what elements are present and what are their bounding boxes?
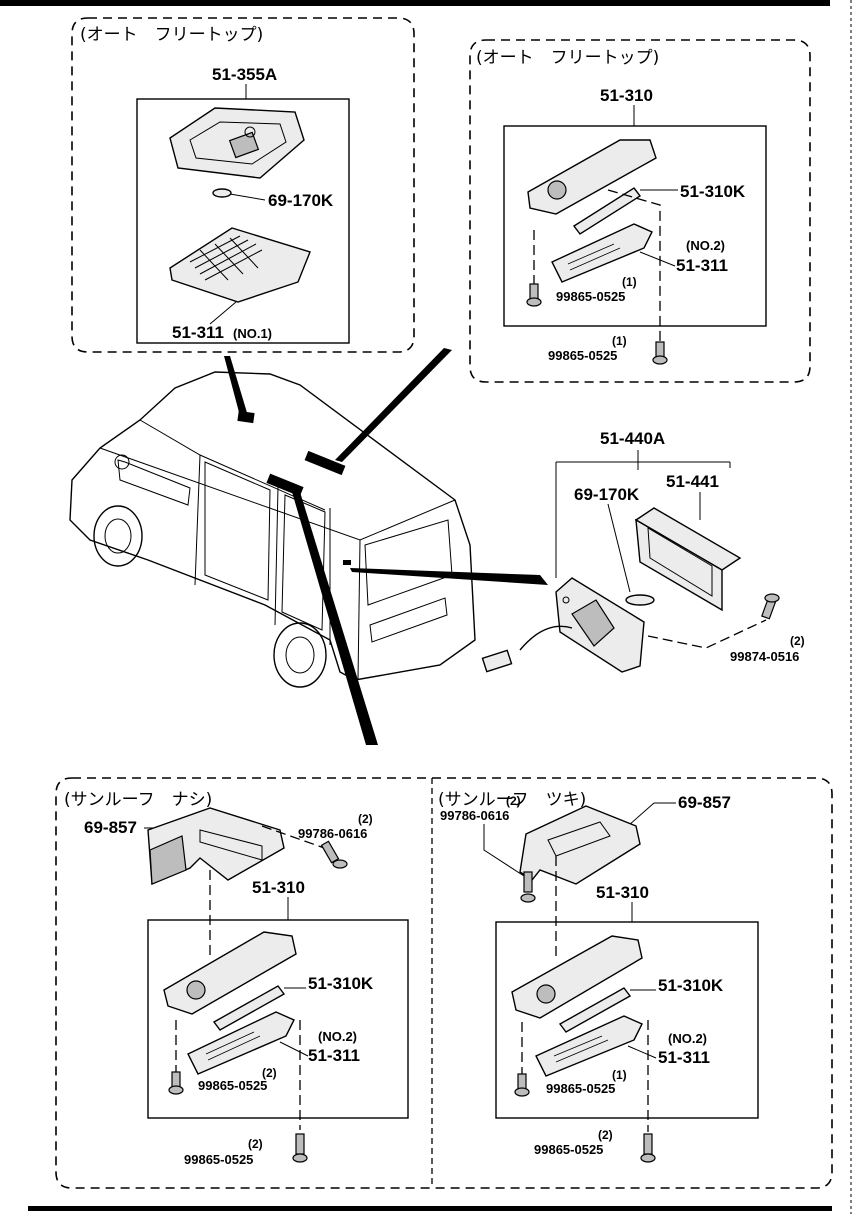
lamp-body-br [511, 935, 643, 1019]
label-99865-0525-bl-inner: 99865-0525 [198, 1078, 267, 1093]
license-lamp-group: 51-440A 69-170K 51-441 (2) 99874-0516 [481, 429, 805, 673]
label-99865-0525-bl-outer: 99865-0525 [184, 1152, 253, 1167]
label-69-170K-lamp: 69-170K [574, 485, 640, 504]
assembly-box-bl [147, 919, 409, 1119]
label-51-310-br: 51-310 [596, 883, 649, 902]
panel-top-right: (オート フリートップ) 51-310 51-310K (NO.2) 51-31… [469, 39, 811, 383]
label-51-311-br: 51-311 [658, 1048, 710, 1067]
label-51-310-bl: 51-310 [252, 878, 305, 897]
label-51-310K-bl: 51-310K [308, 974, 374, 993]
roof-lamp-mark [266, 473, 304, 497]
panel-top-left: (オート フリートップ) 51-355A 69-170K 51-311 [71, 17, 415, 353]
assembly-box [136, 98, 350, 344]
label-51-311-tl: 51-311 [172, 323, 224, 342]
label-51-310K-tr: 51-310K [680, 182, 746, 201]
screw-icon [168, 1071, 184, 1095]
panel-top-right-caption: (オート フリートップ) [476, 48, 659, 68]
screw-icon [514, 1073, 530, 1097]
label-no2-tr: (NO.2) [686, 238, 725, 253]
bulb-icon [625, 594, 655, 606]
panel-bottom-border [55, 777, 833, 1189]
panel-bottom-left: (サンルーフ ナシ) 69-857 (2) 99786-0616 51-310 … [64, 790, 409, 1167]
connector-plug [481, 649, 513, 673]
screw-icon [640, 1133, 656, 1163]
screw-icon [520, 871, 536, 903]
label-no2-br: (NO.2) [668, 1031, 707, 1046]
lens-tr [551, 223, 653, 283]
label-51-310K-br: 51-310K [658, 976, 724, 995]
label-51-440A: 51-440A [600, 429, 665, 448]
assembly-box-br [495, 921, 759, 1119]
qty-bl-inner: (2) [262, 1066, 277, 1080]
lens-bl [187, 1011, 295, 1075]
lens-no1 [169, 227, 311, 325]
qty-tr-outer: (1) [612, 334, 627, 348]
screw-icon [761, 593, 780, 620]
panel-bottom-right-caption: (サンルーフ ツキ) [438, 790, 586, 810]
label-99874-0516: 99874-0516 [730, 649, 799, 664]
panel-top-left-border [71, 17, 415, 353]
roof-lamp-mark [304, 450, 346, 476]
label-51-310-tr: 51-310 [600, 86, 653, 105]
qty-tr-inner: (1) [622, 275, 637, 289]
tube-bulb-br [558, 987, 632, 1033]
bracket-69-857 [519, 805, 641, 885]
screw-icon [292, 1133, 308, 1163]
qty-99874: (2) [790, 634, 805, 648]
license-lamp-housing [555, 577, 645, 673]
panel-bottom-left-caption: (サンルーフ ナシ) [64, 790, 212, 810]
bulb-icon [212, 188, 266, 201]
label-51-441: 51-441 [666, 472, 719, 491]
qty-br-outer: (2) [598, 1128, 613, 1142]
lamp-body-bl [163, 931, 297, 1015]
panel-top-left-caption: (オート フリートップ) [80, 25, 263, 45]
label-99865-0525-tr-inner: 99865-0525 [556, 289, 625, 304]
label-51-311-tr: 51-311 [676, 256, 728, 275]
label-99865-0525-br-inner: 99865-0525 [546, 1081, 615, 1096]
label-69-170K-top: 69-170K [268, 191, 334, 210]
label-51-355A: 51-355A [212, 65, 277, 84]
qty-br-inner: (1) [612, 1068, 627, 1082]
label-69-857-bl: 69-857 [84, 818, 137, 837]
label-99865-0525-br-outer: 99865-0525 [534, 1142, 603, 1157]
label-99786-0616-bl: 99786-0616 [298, 826, 367, 841]
tube-bulb-bl [212, 985, 286, 1031]
assembly-box-tr [503, 125, 767, 327]
label-no1: (NO.1) [233, 326, 272, 341]
room-lamp-housing [169, 107, 305, 179]
bracket-69-857 [147, 807, 285, 886]
lens-51-441 [634, 507, 742, 612]
qty-bl-bracket: (2) [358, 812, 373, 826]
label-69-857-br: 69-857 [678, 793, 731, 812]
label-99786-0616-br: 99786-0616 [440, 808, 509, 823]
bottom-rule [28, 1206, 832, 1211]
van-illustration [69, 348, 548, 745]
screw-icon [320, 840, 348, 869]
label-51-311-bl: 51-311 [308, 1046, 360, 1065]
panel-bottom-right: (サンルーフ ツキ) 69-857 (2) 99786-0616 51-310 … [438, 790, 759, 1163]
top-rule [0, 0, 830, 6]
qty-bl-outer: (2) [248, 1137, 263, 1151]
screw-icon [526, 283, 542, 307]
tube-bulb-tr [572, 187, 642, 235]
screw-icon [652, 341, 668, 365]
lamp-body-tr [527, 139, 657, 215]
qty-br-bracket: (2) [506, 794, 521, 808]
label-no2-bl: (NO.2) [318, 1029, 357, 1044]
lens-br [535, 1015, 643, 1077]
label-99865-0525-tr-outer: 99865-0525 [548, 348, 617, 363]
